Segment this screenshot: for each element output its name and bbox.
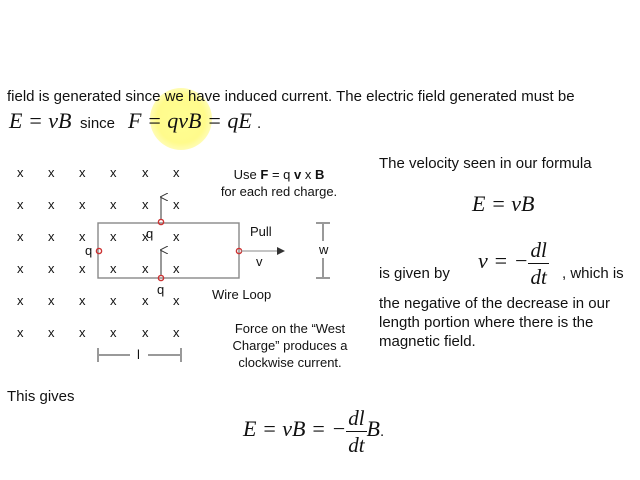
right-text-line4: length portion where there is the: [379, 314, 594, 331]
field-x-mark: x: [173, 197, 180, 212]
field-x-mark: x: [17, 325, 24, 340]
final-eq-b: B: [366, 416, 380, 442]
right-text-line3: the negative of the decrease in our: [379, 295, 610, 312]
field-x-mark: x: [142, 165, 149, 180]
field-x-mark: x: [142, 197, 149, 212]
equation-e-vb-top: E = vB: [9, 108, 72, 133]
velocity-text: The velocity seen in our formula: [379, 155, 592, 172]
force-note-line2: Charge” produces a: [232, 338, 348, 353]
field-x-mark: x: [173, 165, 180, 180]
field-x-mark: x: [79, 293, 86, 308]
charge-top: [157, 218, 165, 226]
field-x-mark: x: [142, 293, 149, 308]
wire-loop-label: Wire Loop: [212, 287, 271, 302]
field-x-mark: x: [79, 325, 86, 340]
given-by-text: is given by: [379, 265, 450, 282]
force-note: Force on the “West Charge” produces a cl…: [222, 320, 358, 371]
field-x-mark: x: [48, 293, 55, 308]
field-x-mark: x: [110, 325, 117, 340]
field-x-mark: x: [17, 261, 24, 276]
final-eq-left: E = vB = −: [243, 416, 347, 442]
field-x-mark: x: [173, 293, 180, 308]
q-label-bottom: q: [157, 282, 164, 297]
field-x-mark: x: [48, 229, 55, 244]
field-x-mark: x: [79, 197, 86, 212]
fraction-denominator: dt: [530, 265, 547, 289]
final-fraction-numerator: dl: [346, 406, 367, 432]
equation-force: F = qvB = qE: [128, 108, 252, 133]
field-x-mark: x: [173, 229, 180, 244]
field-x-mark: x: [48, 325, 55, 340]
field-x-mark: x: [142, 261, 149, 276]
which-is-text: , which is: [562, 265, 624, 282]
field-x-mark: x: [17, 293, 24, 308]
l-label: l: [137, 347, 140, 362]
final-fraction-denominator: dt: [348, 433, 365, 457]
equation-e-vb-right: E = vB: [472, 191, 535, 216]
cursor-highlight: [150, 88, 212, 150]
field-x-mark: x: [110, 229, 117, 244]
field-x-mark: x: [79, 229, 86, 244]
wire-loop-rect: [97, 222, 240, 279]
wire-loop-diagram: x x x x x x x x x x x x x x x x x x x x x x x x x x x x x x x x x x x x q q…: [17, 165, 330, 362]
use-force-line2: for each red charge.: [220, 184, 338, 199]
field-x-mark: x: [17, 165, 24, 180]
field-x-mark: x: [173, 325, 180, 340]
charge-west: [95, 247, 103, 255]
field-x-mark: x: [79, 261, 86, 276]
q-label-west: q: [85, 243, 92, 258]
final-eq-dot: .: [379, 423, 385, 441]
velocity-label: v: [256, 254, 263, 269]
field-x-mark: x: [48, 261, 55, 276]
field-x-mark: x: [48, 197, 55, 212]
field-x-mark: x: [110, 261, 117, 276]
intro-text-line: field is generated since we have induced…: [7, 88, 575, 105]
field-x-mark: x: [142, 325, 149, 340]
use-force-line1: Use F = q v x B: [233, 167, 325, 182]
field-x-mark: x: [110, 293, 117, 308]
field-x-mark: x: [173, 261, 180, 276]
field-x-mark: x: [17, 197, 24, 212]
fraction-numerator: dl: [528, 238, 549, 264]
w-label: w: [318, 242, 329, 257]
field-x-mark: x: [142, 229, 149, 244]
this-gives-text: This gives: [7, 388, 75, 405]
q-label-top: q: [146, 226, 153, 241]
right-text-line5: magnetic field.: [379, 333, 476, 350]
magnetic-field-grid: x x x x x x x x x x x x x x x x x x x x x x x x x x x x x x x x x x x x: [17, 165, 180, 340]
force-note-line3: clockwise current.: [238, 355, 342, 370]
field-x-mark: x: [79, 165, 86, 180]
field-x-mark: x: [17, 229, 24, 244]
field-x-mark: x: [110, 197, 117, 212]
force-note-line1: Force on the “West: [234, 321, 346, 336]
since-label: since: [80, 115, 116, 132]
equation-force-dot: .: [257, 115, 262, 132]
pull-label: Pull: [250, 224, 272, 239]
field-x-mark: x: [110, 165, 117, 180]
charge-bottom: [157, 274, 165, 282]
velocity-eq-left: v = −: [478, 248, 529, 274]
use-force-note: Use F = q v x B for each red charge.: [214, 166, 344, 200]
field-x-mark: x: [48, 165, 55, 180]
